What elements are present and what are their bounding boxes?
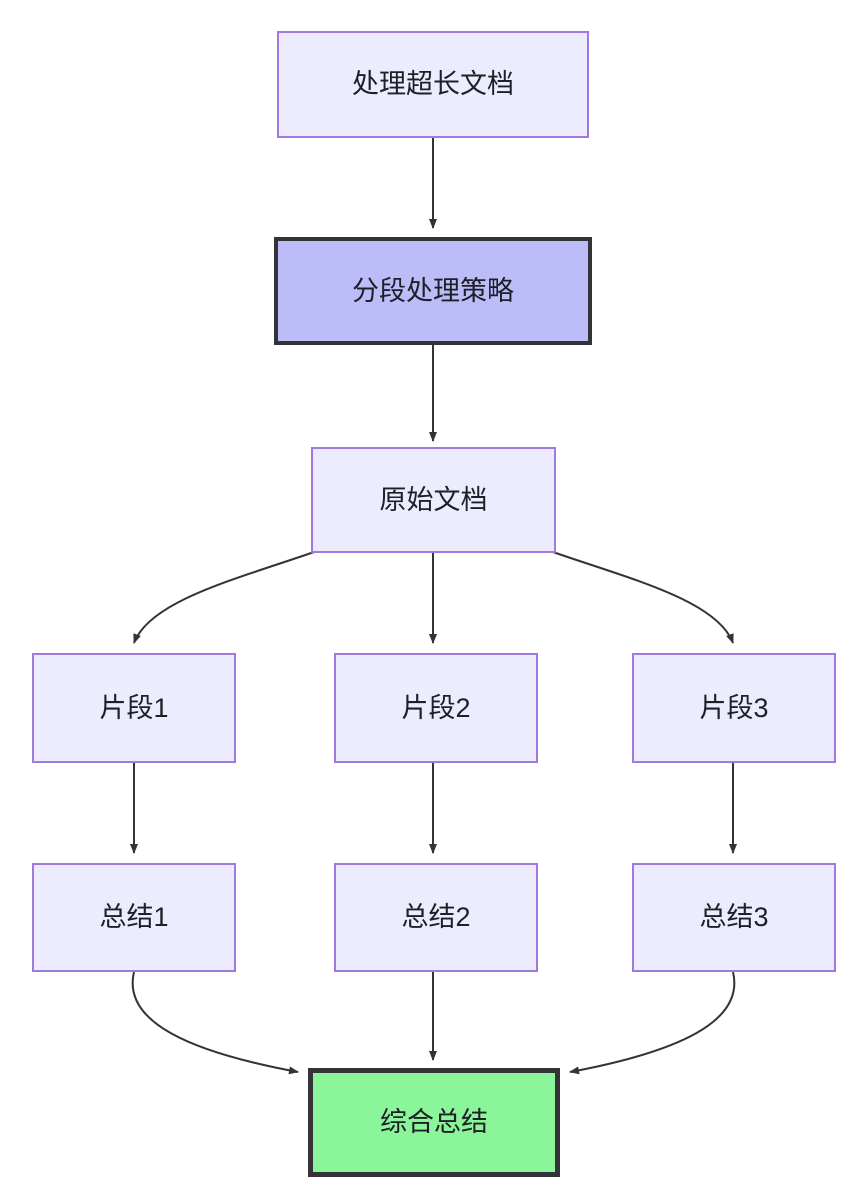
node-label: 原始文档 [379, 484, 488, 515]
node-summary-1[interactable]: 总结1 [32, 863, 236, 972]
node-label: 片段3 [699, 692, 769, 723]
node-label: 片段2 [401, 692, 471, 723]
node-label: 片段1 [99, 692, 169, 723]
node-label: 总结1 [99, 902, 169, 933]
edge-n9-n10 [569, 971, 736, 1075]
node-label: 处理超长文档 [352, 69, 514, 100]
node-label: 分段处理策略 [352, 275, 514, 306]
node-comprehensive-summary[interactable]: 综合总结 [308, 1068, 560, 1177]
node-summary-2[interactable]: 总结2 [334, 863, 538, 972]
node-fragment-3[interactable]: 片段3 [632, 653, 836, 763]
node-label: 综合总结 [380, 1107, 488, 1138]
edge-n3-n4 [133, 551, 315, 644]
node-label: 总结3 [699, 902, 769, 933]
edge-n3-n6 [552, 551, 734, 644]
node-fragment-1[interactable]: 片段1 [32, 653, 236, 763]
node-original-document[interactable]: 原始文档 [311, 447, 556, 553]
node-summary-3[interactable]: 总结3 [632, 863, 836, 972]
node-fragment-2[interactable]: 片段2 [334, 653, 538, 763]
node-label: 总结2 [401, 902, 471, 933]
node-chunking-strategy[interactable]: 分段处理策略 [274, 237, 592, 345]
node-process-long-document[interactable]: 处理超长文档 [277, 31, 589, 138]
edge-n7-n10 [131, 971, 299, 1075]
